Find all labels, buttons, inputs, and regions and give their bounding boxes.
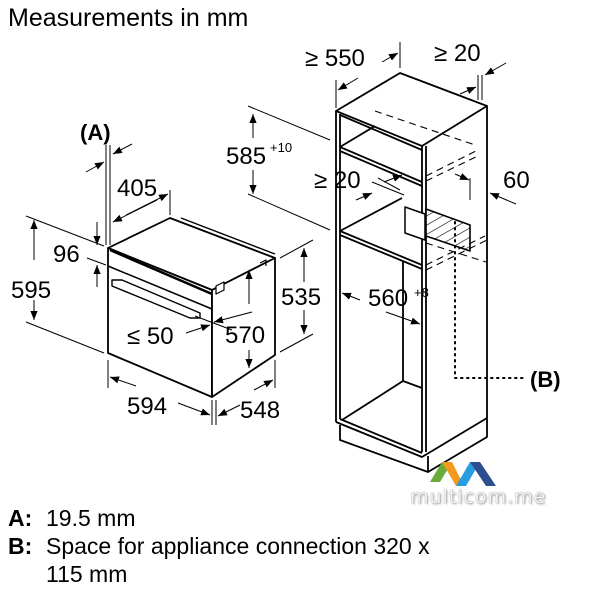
dim-585-tolerance: +10 — [270, 140, 292, 155]
oven-labels: (A) 405 96 595 ≤ 50 570 535 594 548 — [11, 120, 321, 424]
logo-navy-stroke — [470, 462, 496, 486]
legend-a-text: 19.5 mm — [46, 505, 136, 531]
logo-orange-stroke — [442, 462, 464, 486]
dim-560: 560 — [368, 285, 408, 312]
dim-595: 595 — [11, 277, 51, 304]
legend-b: B: Space for appliance connection 320 x 1… — [8, 532, 430, 588]
dim-ge20-side: ≥ 20 — [314, 167, 361, 194]
oven-side — [211, 257, 276, 398]
legend-a: A: 19.5 mm — [8, 504, 135, 532]
dim-ge550: ≥ 550 — [305, 45, 365, 72]
connection-path — [454, 221, 528, 379]
cabinet-dimensions — [247, 42, 517, 325]
hatched-vent — [425, 208, 471, 252]
dim-96: 96 — [53, 241, 80, 268]
legend-a-key: A: — [8, 505, 33, 531]
oven-drawing — [107, 217, 276, 398]
oven-dimensions — [25, 143, 314, 425]
dim-le50: ≤ 50 — [127, 323, 174, 350]
watermark-text: multicom.me — [410, 486, 547, 508]
dim-535: 535 — [281, 284, 321, 311]
dim-560-tolerance: +8 — [414, 285, 429, 300]
dim-ge20-top: ≥ 20 — [434, 40, 481, 67]
label-a: (A) — [80, 120, 111, 145]
dim-405: 405 — [117, 175, 157, 202]
dim-570: 570 — [225, 322, 265, 349]
legend-b-text-line1: Space for appliance connection 320 x — [46, 533, 430, 559]
legend-b-key: B: — [8, 533, 33, 559]
cabinet-labels: ≥ 550 ≥ 20 585 +10 ≥ 20 60 560 +8 (B) — [226, 40, 561, 392]
dim-585: 585 — [226, 143, 266, 170]
dim-548: 548 — [240, 397, 280, 424]
dim-594: 594 — [127, 393, 167, 420]
legend-b-text-line2: 115 mm — [46, 561, 128, 587]
watermark-logo — [430, 462, 496, 486]
cabinet-drawing — [335, 72, 488, 473]
page-title: Measurements in mm — [8, 4, 249, 32]
label-b: (B) — [530, 367, 561, 392]
dim-60: 60 — [503, 167, 530, 194]
